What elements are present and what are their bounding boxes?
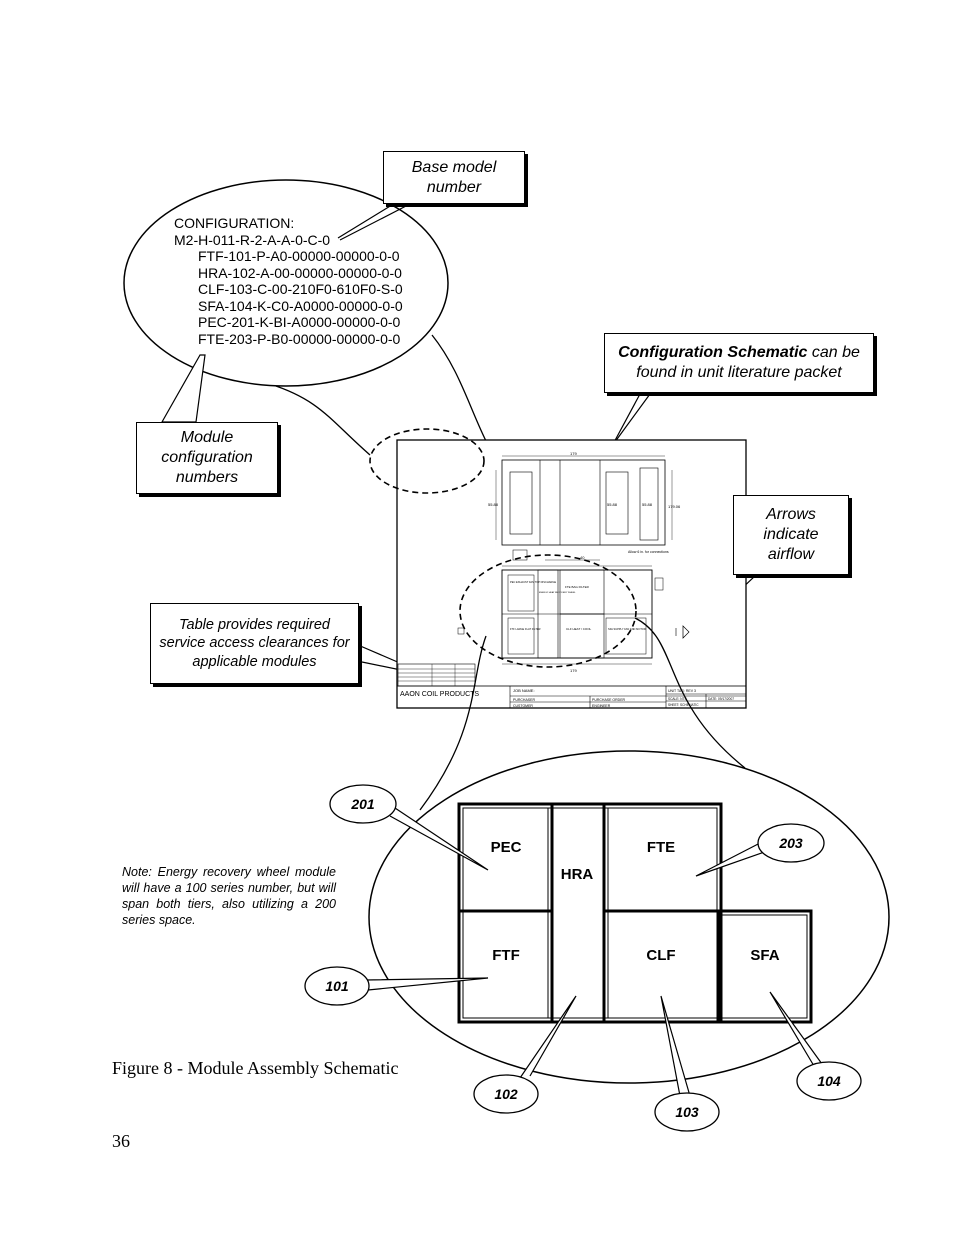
connector-curve-modules [634, 617, 746, 769]
callout-module-config-text: Module configuration numbers [161, 429, 253, 486]
title-block-customer: CUSTOMER [513, 704, 533, 708]
number-bubble-203 [757, 823, 825, 863]
number-pointer [389, 807, 489, 871]
number-pointer [660, 995, 691, 1097]
number-pointer [365, 977, 489, 991]
module-config-line: CLF-103-C-00-210F0-610F0-S-0 [198, 281, 403, 297]
airflow-arrow-icon [682, 625, 690, 639]
connector-curve-config [431, 334, 489, 446]
callout-module-config: Module configuration numbers [136, 422, 278, 494]
title-block-engineer: ENGINEER [592, 704, 611, 708]
number-pointer [695, 841, 771, 877]
callout-table-text: Table provides required service access c… [159, 616, 350, 670]
number-pointer [769, 991, 823, 1067]
number-bubble-201 [329, 784, 397, 824]
module-config-line: HRA-102-A-00-00000-00000-0-0 [198, 264, 402, 281]
module-row-label: ENERGY HEAT RECOVERY WHEEL [539, 591, 576, 594]
base-model-number: M2-H-011-R-2-A-A-0-C-0 [174, 231, 331, 248]
module-row-label: FTE BAG FILTER [565, 585, 590, 589]
dashed-highlight-modules [459, 554, 637, 668]
title-block-purchaser: PURCHASER [513, 698, 535, 702]
module-label-sfa: SFA [750, 947, 779, 964]
number-bubble-102 [473, 1074, 539, 1114]
callout-base-model: Base model number [383, 151, 525, 204]
number-bubble-103 [654, 1092, 720, 1132]
dim-h1: 55.88 [488, 502, 499, 507]
module-row-label: FTF LARGE FLAT FILTER [510, 627, 541, 631]
configuration-schematic-sheet [396, 439, 747, 709]
module-row-label: SFA SUPPLY FAN END MOTOR [608, 627, 646, 631]
callout-base-model-text: Base model number [411, 158, 497, 196]
figure-caption: Figure 8 - Module Assembly Schematic [112, 1058, 399, 1078]
module-row-label: PEC EXHAUST FAN TOP DISCHARGE [510, 580, 556, 584]
module-label-hra: HRA [561, 866, 594, 883]
callout-pointer [339, 204, 409, 241]
title-block-job-name: JOB NAME: [513, 688, 535, 693]
title-block-company: AAON COIL PRODUCTS [400, 691, 479, 698]
dim-bottom: 179 [570, 668, 577, 673]
callout-pointer [611, 393, 718, 447]
dim-mid: 40 [580, 555, 585, 560]
callout-airflow-text: Arrows indicate airflow [763, 506, 819, 563]
module-label-ftf: FTF [492, 947, 520, 964]
dim-h4: 179.06 [668, 504, 681, 509]
number-label-101: 101 [325, 978, 349, 994]
number-bubble-104 [796, 1061, 862, 1101]
callout-schematic-rest: can be found in unit literature packet [636, 344, 860, 381]
number-label-104: 104 [817, 1073, 841, 1089]
dim-h2: 55.88 [607, 502, 618, 507]
title-block-date: DATE: 09/17/2007 [708, 697, 734, 701]
callout-clearance-table: Table provides required service access c… [150, 603, 359, 684]
module-config-line: FTE-203-P-B0-00000-00000-0-0 [198, 330, 401, 347]
note-connections: Allow 6 in. for connections [628, 550, 669, 554]
number-label-103: 103 [675, 1104, 699, 1120]
energy-wheel-note: Note: Energy recovery wheel module will … [122, 865, 336, 927]
number-label-201: 201 [350, 796, 375, 812]
module-label-fte: FTE [647, 839, 675, 856]
module-block [457, 802, 813, 1024]
number-label-203: 203 [778, 835, 803, 851]
title-block-purchase-order: PURCHASE ORDER [592, 698, 626, 702]
configuration-header: CONFIGURATION: [174, 215, 295, 231]
module-row-label: CLF HEAT / COOL [566, 627, 592, 631]
number-pointer [519, 995, 577, 1079]
module-config-line: FTF-101-P-A0-00000-00000-0-0 [198, 248, 400, 264]
page-number: 36 [112, 1131, 130, 1151]
number-bubble-101 [304, 966, 370, 1006]
configuration-bubble [123, 179, 449, 387]
title-block-sheet: SHEET: SCHEMATIC [668, 703, 699, 707]
title-block-scale: SCALE: NTS [668, 697, 687, 701]
callout-schematic-bold: Configuration Schematic [618, 344, 808, 361]
connector-curve-config [269, 383, 371, 456]
dashed-highlight-config [369, 428, 485, 494]
module-label-clf: CLF [646, 947, 675, 964]
callout-configuration-schematic: Configuration Schematic can be found in … [604, 333, 874, 393]
module-config-line: SFA-104-K-C0-A0000-00000-0-0 [198, 297, 403, 314]
configuration-listing: CONFIGURATION: M2-H-011-R-2-A-A-0-C-0 FT… [174, 215, 403, 347]
dim-h3: 55.88 [642, 502, 653, 507]
number-label-102: 102 [494, 1086, 518, 1102]
dim-top: 179 [570, 451, 577, 456]
callout-schematic-text: Configuration Schematic can be found in … [609, 343, 869, 383]
module-detail-ellipse [368, 750, 890, 1084]
connector-curve-modules [419, 635, 487, 811]
module-label-pec: PEC [491, 839, 522, 856]
module-config-line: PEC-201-K-BI-A0000-00000-0-0 [198, 314, 401, 330]
title-block-unit-tag: UNIT TAG: REV 3 [668, 689, 696, 693]
callout-airflow-arrows: Arrows indicate airflow [733, 495, 849, 575]
callout-pointer [611, 393, 641, 447]
